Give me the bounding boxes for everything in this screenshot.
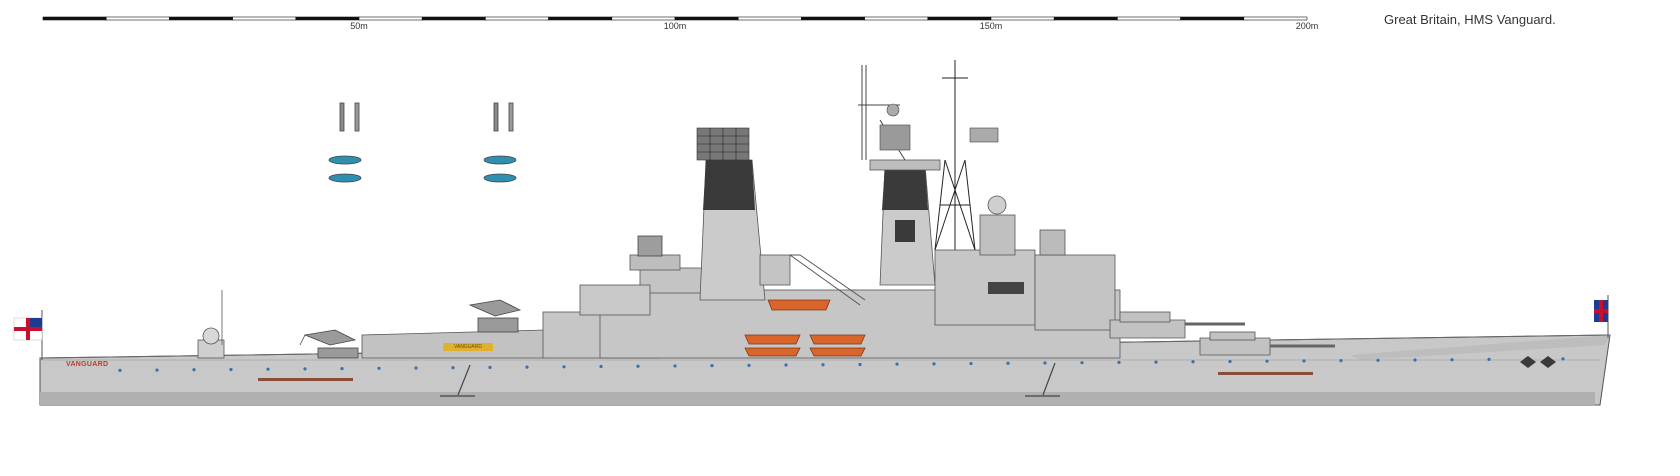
porthole [710,364,714,368]
porthole [599,364,603,369]
porthole [821,363,825,367]
boats [744,299,866,357]
porthole [303,367,307,371]
porthole [1376,358,1380,362]
porthole [192,368,196,372]
porthole [488,365,492,369]
porthole [1080,361,1084,365]
hull-name: VANGUARD [66,361,109,368]
porthole [414,366,418,370]
porthole [118,368,122,372]
porthole [747,363,751,367]
scale-label: 100m [663,21,687,31]
scale-label: 50m [350,21,368,31]
scale-label: 200m [1295,21,1319,31]
porthole [1154,360,1158,364]
hull-stern-rise [1350,335,1610,360]
porthole [377,366,381,370]
porthole [1339,358,1343,363]
porthole [266,367,270,371]
porthole [155,368,159,372]
aft-radome [202,327,220,345]
scale-segment [1243,16,1308,21]
porthole [1561,357,1565,361]
hull-nameplate: VANGUARD [443,343,493,351]
caption: Great Britain, HMS Vanguard. [1384,12,1556,27]
white-ensign [13,310,43,360]
porthole [1302,359,1306,363]
director-aft [637,235,663,257]
porthole [636,364,640,368]
porthole [932,362,936,366]
lattice-mast [934,60,976,251]
crane [789,254,866,306]
porthole [1265,359,1269,363]
anchors [1520,356,1556,368]
porthole [895,362,899,366]
missile-icon-group-2 [483,102,517,183]
porthole [1006,361,1010,365]
boot-topping-stripe-aft [258,378,353,381]
porthole [1450,358,1454,362]
portholes [118,357,1565,372]
union-jack [1594,295,1609,338]
porthole [1413,358,1417,362]
aft-launcher-2 [468,299,522,333]
scale-bar [42,16,1308,21]
porthole [784,363,788,367]
porthole [340,366,344,371]
porthole [525,365,529,369]
turret-a [1199,331,1271,356]
boot-topping-stripe-fwd [1218,372,1313,375]
porthole [1487,357,1491,362]
porthole [1228,359,1232,364]
aft-funnel-cap [703,160,755,210]
turret-b [1109,311,1186,339]
missile-icon-group-1 [328,102,362,183]
porthole [451,366,455,370]
scale-label: 150m [979,21,1003,31]
porthole [229,367,233,372]
porthole [1043,361,1047,365]
porthole [1117,360,1121,364]
waterline-shade [40,392,1595,405]
aft-missile-launcher [299,329,359,359]
propellers [440,362,1060,397]
porthole [562,365,566,369]
porthole [969,361,973,366]
porthole [1191,360,1195,364]
fwd-funnel-cap [882,165,928,210]
porthole [673,364,677,368]
porthole [858,362,862,367]
